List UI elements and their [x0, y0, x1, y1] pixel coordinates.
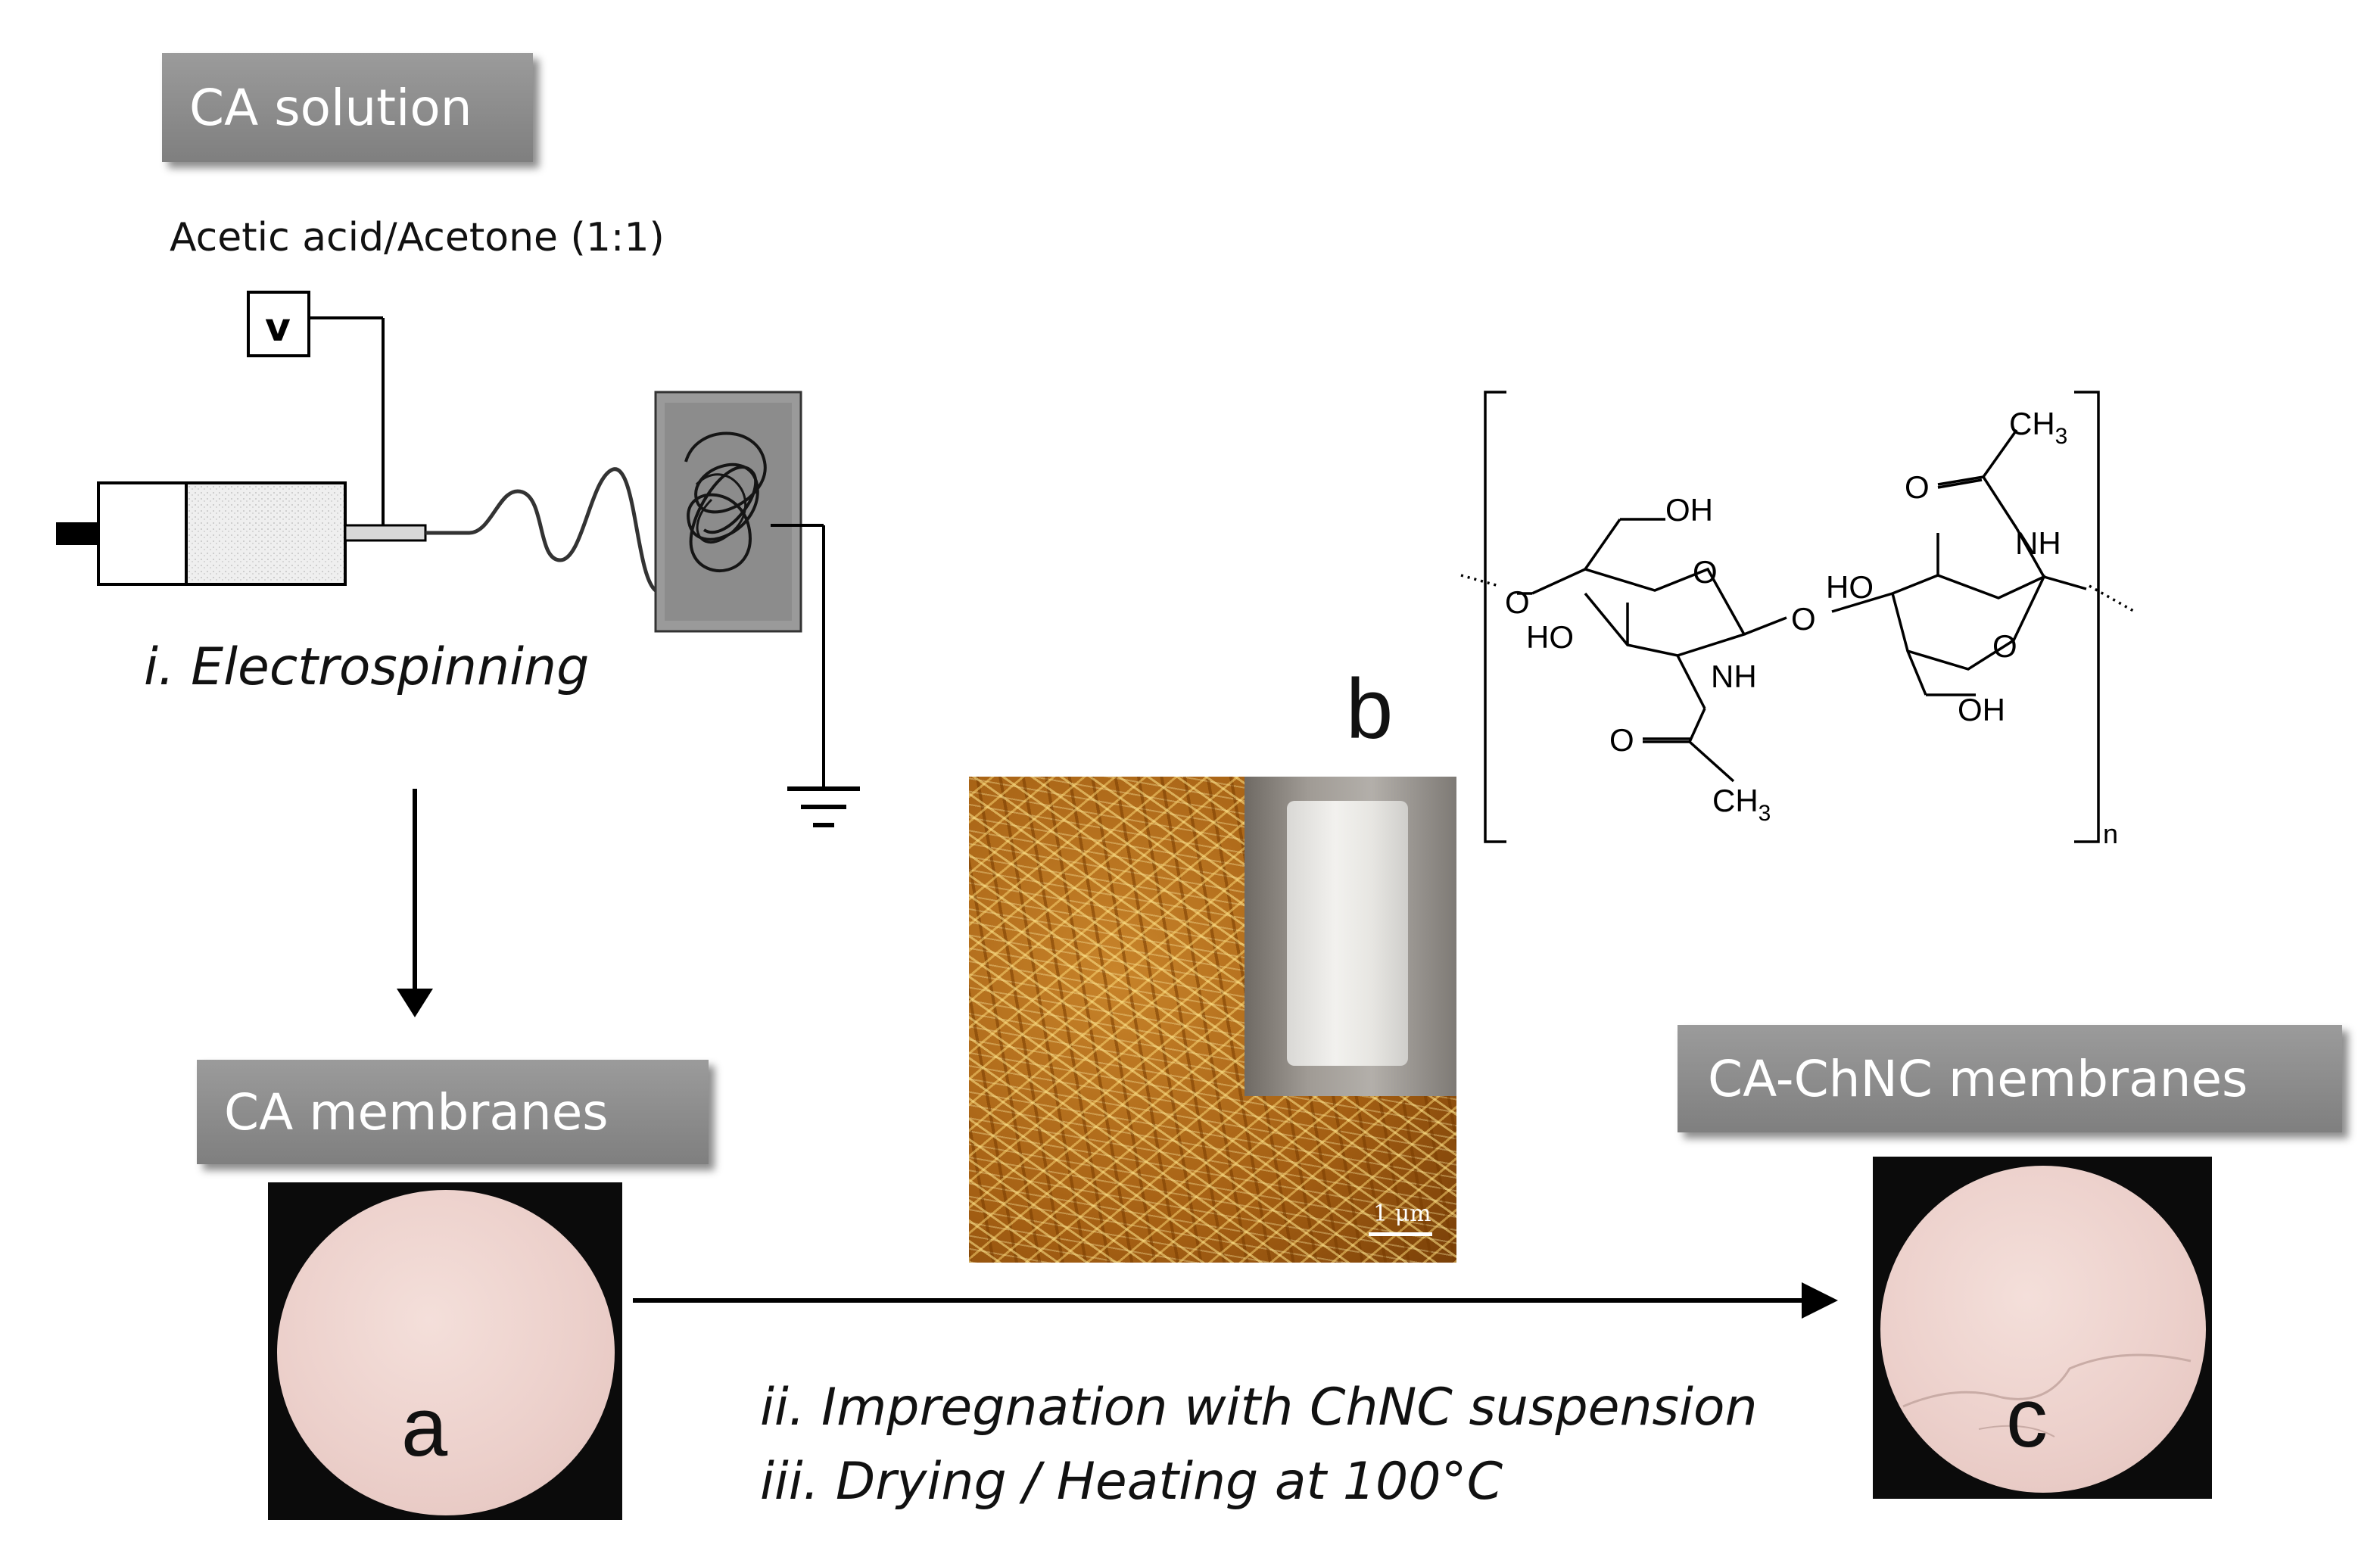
solvent-label: Acetic acid/Acetone (1:1) — [170, 215, 665, 260]
ca-chnc-membranes-label: CA-ChNC membranes — [1678, 1025, 2342, 1132]
voltage-symbol: v — [265, 305, 291, 350]
ca-membranes-text: CA membranes — [224, 1082, 609, 1141]
ca-membrane-disk — [277, 1190, 615, 1515]
afm-image: 1 μm — [969, 777, 1456, 1263]
oh-top-label: OH — [1665, 492, 1713, 528]
voltage-source-icon — [247, 291, 385, 525]
impregnation-step-label: ii. Impregnation with ChNC suspension — [760, 1378, 1758, 1437]
panel-a-letter: a — [401, 1381, 448, 1474]
ch3-left-label: CH3 — [1712, 783, 1771, 826]
vial — [1287, 801, 1408, 1066]
o-carbonyl-right-label: O — [1905, 469, 1930, 505]
ground-icon — [771, 524, 860, 827]
o-link-left-label: O — [1505, 584, 1530, 620]
ca-solution-label: CA solution — [162, 53, 533, 162]
repeat-n-label: n — [2103, 818, 2118, 849]
ca-chnc-membrane-disk — [1880, 1166, 2206, 1493]
electrospinning-step-label: i. Electrospinning — [144, 637, 590, 697]
o-ring-left-label: O — [1693, 554, 1718, 590]
right-arrow-icon — [633, 1282, 1838, 1319]
o-ring-right-label: O — [1992, 628, 2017, 664]
ho-left-label: HO — [1526, 619, 1574, 655]
ho-right-label: HO — [1826, 569, 1874, 605]
ca-solution-text: CA solution — [189, 78, 472, 137]
panel-b-letter: b — [1346, 662, 1394, 756]
polymer-jet — [425, 467, 663, 593]
membrane-crack-lines — [1902, 1353, 2192, 1437]
ca-membranes-label: CA membranes — [197, 1060, 709, 1164]
chitin-atom-labels: OH O O HO NH O CH3 O HO O NH O CH3 OH n — [1505, 406, 2118, 849]
ca-membrane-photo: a — [268, 1182, 622, 1520]
ca-chnc-membrane-photo: c — [1873, 1157, 2212, 1499]
down-arrow-icon — [397, 789, 433, 1017]
nh-left-label: NH — [1711, 659, 1757, 694]
syringe-icon — [97, 481, 427, 586]
o-bridge-label: O — [1791, 601, 1816, 637]
scale-bar-label: 1 μm — [1373, 1201, 1431, 1227]
chitin-structure — [1460, 391, 2135, 843]
nh-right-label: NH — [2015, 525, 2061, 561]
o-carbonyl-left-label: O — [1609, 722, 1634, 758]
ca-chnc-membranes-text: CA-ChNC membranes — [1708, 1049, 2248, 1108]
collector-plate — [654, 391, 802, 633]
ch3-right-label: CH3 — [2009, 406, 2067, 449]
oh-bottom-label: OH — [1958, 692, 2005, 727]
drying-step-label: iii. Drying / Heating at 100°C — [760, 1452, 1503, 1512]
scale-bar — [1369, 1232, 1432, 1236]
vial-photo-inset — [1245, 777, 1456, 1096]
panel-c-letter: c — [2006, 1372, 2048, 1465]
